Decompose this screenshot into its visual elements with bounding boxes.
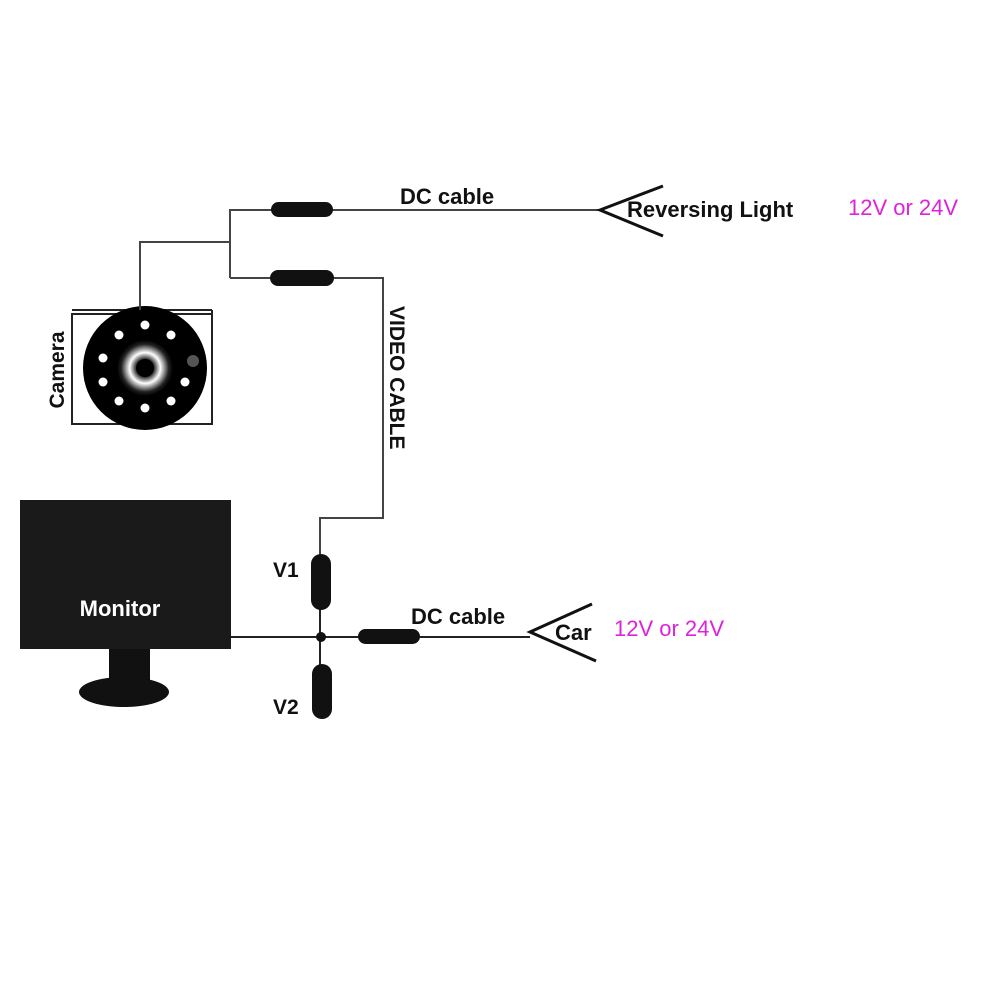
ir-led <box>180 377 190 387</box>
monitor-screen <box>20 500 231 649</box>
light-sensor <box>187 355 199 367</box>
monitor-cable-harness <box>231 606 530 668</box>
ir-led <box>98 377 108 387</box>
camera-cable-harness <box>139 209 600 556</box>
camera-icon <box>83 306 207 430</box>
v1-label: V1 <box>273 559 299 582</box>
dc-cable-bottom-label: DC cable <box>411 604 505 629</box>
ir-led <box>166 396 176 406</box>
ir-led <box>98 353 108 363</box>
car-voltage: 12V or 24V <box>614 616 724 641</box>
v1-connector <box>311 554 331 610</box>
camera-lens-center <box>136 359 154 377</box>
monitor-stand-base <box>79 677 169 707</box>
reversing-light-label: Reversing Light <box>627 197 794 222</box>
ir-led <box>140 403 150 413</box>
v2-connector <box>312 664 332 719</box>
v2-label: V2 <box>273 696 299 719</box>
camera-label: Camera <box>46 331 69 408</box>
ir-led <box>114 396 124 406</box>
cable-connector-icon <box>358 629 420 644</box>
camera: Camera <box>46 306 213 430</box>
monitor-icon <box>20 500 231 707</box>
split-wire-end-icon <box>526 602 597 663</box>
reversing-light-voltage: 12V or 24V <box>848 195 958 220</box>
cable-connector-icon <box>271 202 333 217</box>
ir-led <box>114 330 124 340</box>
video-cable-label: VIDEO CABLE <box>385 306 408 450</box>
car-label: Car <box>555 620 592 645</box>
split-wire-end-icon <box>595 184 664 238</box>
ir-led <box>166 330 176 340</box>
wire-junction <box>316 632 326 642</box>
monitor-label: Monitor <box>80 596 161 621</box>
cable-connector-icon <box>270 270 334 286</box>
dc-cable-top-label: DC cable <box>400 184 494 209</box>
ir-led <box>140 320 150 330</box>
